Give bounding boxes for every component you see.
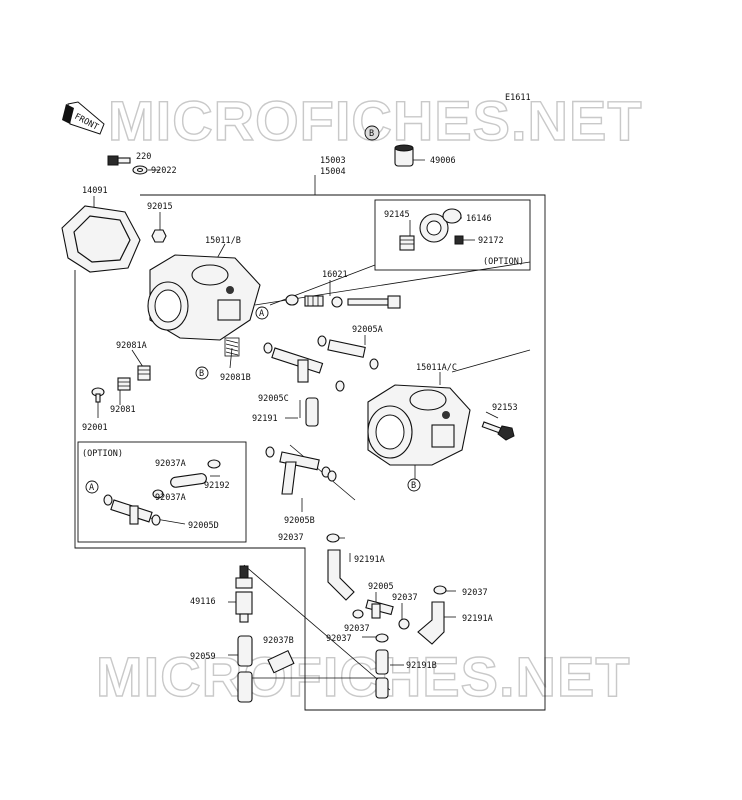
label-16021: 16021 bbox=[322, 270, 348, 280]
label-92081: 92081 bbox=[110, 405, 136, 415]
label-92005a: 92005A bbox=[352, 325, 383, 335]
diagram-code: E1611 bbox=[505, 93, 531, 103]
filter-49116-icon bbox=[235, 565, 253, 623]
label-92022: 92022 bbox=[151, 166, 177, 176]
valve-92005-icon bbox=[365, 599, 394, 619]
spring-92081a-icon bbox=[137, 365, 151, 381]
label-92059: 92059 bbox=[190, 652, 216, 662]
label-16146: 16146 bbox=[466, 214, 492, 224]
watermark-bottom: MICROFICHES.NET bbox=[96, 645, 631, 708]
hose-92059-icon bbox=[237, 635, 253, 703]
label-92191a-2: 92191A bbox=[462, 614, 493, 624]
nut-92015-icon bbox=[151, 229, 167, 243]
label-92037-2: 92037 bbox=[392, 593, 418, 603]
clip-92037-2-icon bbox=[398, 618, 410, 630]
label-92001: 92001 bbox=[82, 423, 108, 433]
shaft-16021-icon bbox=[285, 294, 401, 309]
hose-92192-icon bbox=[170, 473, 207, 488]
label-92145: 92145 bbox=[384, 210, 410, 220]
label-92192: 92192 bbox=[204, 481, 230, 491]
clip-92037-5-icon bbox=[433, 585, 447, 595]
label-92037b: 92037B bbox=[263, 636, 294, 646]
cover-16146-icon bbox=[419, 208, 462, 243]
air-filter-gasket-14091-icon bbox=[61, 205, 141, 273]
hose-92191-icon bbox=[305, 397, 319, 427]
label-15011b: 15011/B bbox=[205, 236, 241, 246]
part-labels: 220 92022 14091 15003 15004 92015 15011/… bbox=[82, 152, 518, 671]
spring-92081-icon bbox=[117, 377, 131, 391]
joint-92005b-icon bbox=[265, 446, 337, 495]
svg-text:A: A bbox=[89, 483, 94, 493]
svg-text:B: B bbox=[369, 129, 374, 139]
spring-92145-icon bbox=[399, 235, 415, 251]
label-92191: 92191 bbox=[252, 414, 278, 424]
callout-a-upper: A bbox=[255, 306, 269, 320]
label-92037-1: 92037 bbox=[278, 533, 304, 543]
label-220: 220 bbox=[136, 152, 151, 162]
svg-text:B: B bbox=[411, 481, 416, 491]
label-92037a-2: 92037A bbox=[155, 493, 186, 503]
option-label-upper: (OPTION) bbox=[483, 257, 524, 267]
front-arrow-icon: FRONT bbox=[62, 101, 105, 135]
cap-49006-icon bbox=[394, 144, 414, 167]
washer-92022-icon bbox=[132, 165, 148, 175]
label-15004: 15004 bbox=[320, 167, 346, 177]
label-92037a-1: 92037A bbox=[155, 459, 186, 469]
hose-92191a-2-icon bbox=[417, 601, 445, 645]
clip-92037-4-icon bbox=[375, 633, 389, 643]
label-92005: 92005 bbox=[368, 582, 394, 592]
screw-92153-icon bbox=[481, 421, 515, 441]
label-92191b: 92191B bbox=[406, 661, 437, 671]
screw-92001-icon bbox=[91, 387, 105, 403]
clip-92037a-upper-icon bbox=[207, 459, 221, 469]
label-92037-5: 92037 bbox=[462, 588, 488, 598]
label-49006: 49006 bbox=[430, 156, 456, 166]
option-box-upper bbox=[374, 199, 531, 271]
label-49116: 49116 bbox=[190, 597, 216, 607]
callout-b-upper: B bbox=[195, 366, 209, 380]
assembly-outline bbox=[74, 194, 546, 711]
label-92081a: 92081A bbox=[116, 341, 147, 351]
label-92153: 92153 bbox=[492, 403, 518, 413]
label-15011ac: 15011A/C bbox=[416, 363, 457, 373]
option-box-lower bbox=[77, 441, 247, 543]
clip-92037-1-icon bbox=[326, 533, 340, 543]
label-92037-3: 92037 bbox=[344, 624, 370, 634]
carburetor-15011b-icon bbox=[147, 254, 261, 341]
label-92005d: 92005D bbox=[188, 521, 219, 531]
svg-text:B: B bbox=[199, 369, 204, 379]
svg-text:A: A bbox=[259, 309, 264, 319]
joint-92005c-icon bbox=[263, 342, 345, 392]
spring-92081b-icon bbox=[224, 337, 240, 357]
watermark-top: MICROFICHES.NET bbox=[108, 89, 643, 152]
callout-b-top: B bbox=[364, 125, 380, 141]
band-92037b-icon bbox=[267, 649, 295, 674]
tube-92005a-icon bbox=[317, 335, 379, 370]
label-92005b: 92005B bbox=[284, 516, 315, 526]
label-92081b: 92081B bbox=[220, 373, 251, 383]
callout-b-right: B bbox=[407, 478, 421, 492]
label-92191a-1: 92191A bbox=[354, 555, 385, 565]
label-92037-4: 92037 bbox=[326, 634, 352, 644]
screw-220-icon bbox=[107, 155, 131, 166]
label-92005c: 92005C bbox=[258, 394, 289, 404]
joint-92005d-icon bbox=[103, 494, 161, 526]
clip-92037-3-icon bbox=[352, 609, 364, 619]
label-15003: 15003 bbox=[320, 156, 346, 166]
screw-92172-icon bbox=[454, 235, 464, 245]
clip-92037a-lower-icon bbox=[152, 489, 164, 499]
callout-a-lower: A bbox=[85, 480, 99, 494]
label-92015: 92015 bbox=[147, 202, 173, 212]
label-14091: 14091 bbox=[82, 186, 108, 196]
label-92172: 92172 bbox=[478, 236, 504, 246]
hose-92191a-1-icon bbox=[327, 549, 355, 601]
option-label-lower: (OPTION) bbox=[82, 449, 123, 459]
carburetor-15011ac-icon bbox=[367, 384, 471, 466]
hose-92191b-icon bbox=[375, 649, 389, 699]
